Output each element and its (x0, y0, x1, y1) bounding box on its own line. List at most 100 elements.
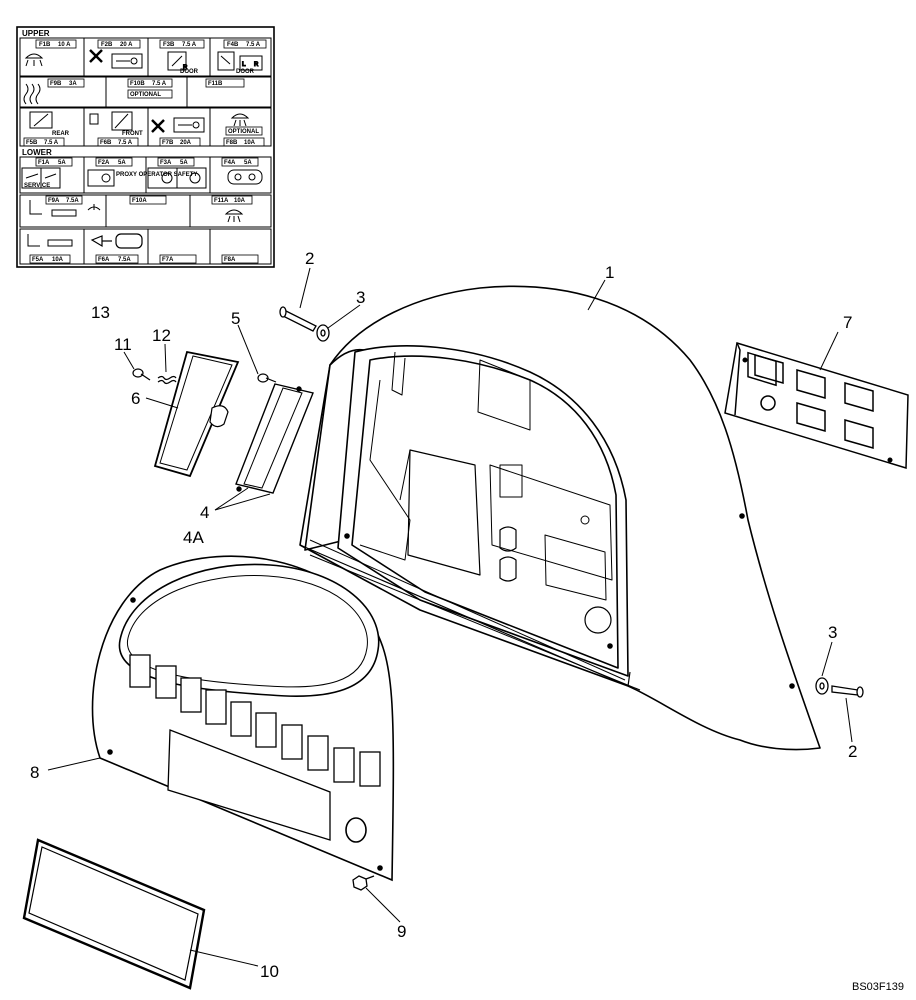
horn-icon (90, 233, 143, 249)
amps-f4a: 5A (244, 160, 252, 166)
fuse-f8a: F8A (224, 257, 236, 263)
fuse-f7b: F7B (162, 140, 174, 146)
compressor-icon-3 (87, 169, 115, 187)
fuse-f1a: F1A (38, 160, 50, 166)
nut-9 (352, 875, 375, 891)
sub-f1a: SERVICE (24, 183, 50, 189)
heater-icon (23, 83, 41, 105)
seat-icon (29, 200, 77, 217)
amps-f9a: 7.5A (66, 198, 79, 204)
fuse-f5a: F5A (32, 257, 44, 263)
beacon-icon (87, 204, 101, 211)
sub-f5b: REAR (52, 131, 70, 137)
callout-2-lower: 2 (848, 742, 857, 761)
console-housing (299, 285, 821, 751)
amps-f2a: 5A (118, 160, 126, 166)
fuse-chart-decal: UPPER F1B 10 A F2B 20 A F3B 7.5 A DOOR F… (16, 26, 275, 268)
fuse-f11b: F11B (208, 81, 223, 87)
gasket (22, 838, 206, 990)
fuse-f10a: F10A (132, 198, 147, 204)
front-wiper-icon (89, 111, 133, 131)
fuse-f5b: F5B (26, 140, 38, 146)
washer-3-lower (815, 677, 829, 695)
callout-4a: 4A (183, 528, 204, 547)
sub-f10b: OPTIONAL (130, 92, 161, 98)
amps-f2b: 20 A (120, 42, 133, 48)
amps-f3a: 5A (180, 160, 188, 166)
fuse-f9b: F9B (50, 81, 62, 87)
instrument-cluster-icon (227, 169, 263, 185)
fuse-f8b: F8B (226, 140, 238, 146)
switch-frame (235, 383, 314, 494)
amps-f5a: 10A (52, 257, 64, 263)
service-icon (21, 167, 61, 189)
dome-lamp-icon (24, 53, 44, 67)
amps-f8b: 10A (244, 140, 256, 146)
callout-5: 5 (231, 309, 240, 328)
amps-f11a: 10A (234, 198, 246, 204)
front-bezel-panel (91, 555, 395, 882)
fuse-f2b: F2B (101, 42, 113, 48)
solenoid-icon (147, 167, 207, 189)
compressor-icon-2 (173, 117, 205, 133)
callout-labels: 13 1 2 3 7 5 11 12 6 4 4A 8 3 2 9 10 (30, 249, 857, 981)
work-lamp-icon-2 (224, 209, 244, 223)
svg-text:L: L (242, 62, 246, 68)
callout-1: 1 (605, 263, 614, 282)
amps-f7b: 20A (180, 140, 192, 146)
callout-11: 11 (114, 335, 132, 354)
fuse-f3a: F3A (160, 160, 172, 166)
fuse-f9a: F9A (48, 198, 60, 204)
fuse-f4b: F4B (227, 42, 239, 48)
svg-text:R: R (183, 65, 188, 71)
compressor-icon (111, 53, 143, 69)
callout-8: 8 (30, 763, 39, 782)
fuse-f10b: F10B (130, 81, 145, 87)
sub-f2a: PROXY OPERATOR SAFETY (116, 172, 197, 178)
screw-2-lower (831, 685, 864, 698)
spring-12 (157, 375, 177, 385)
amps-f5b: 7.5 A (44, 140, 59, 146)
fuse-f2a: F2A (98, 160, 110, 166)
fuse-f3b: F3B (163, 42, 175, 48)
callout-9: 9 (397, 922, 406, 941)
callout-3-lower: 3 (828, 623, 837, 642)
screw-2-upper (279, 306, 317, 332)
amps-f1b: 10 A (58, 42, 71, 48)
callout-13: 13 (91, 303, 110, 322)
wiper-door-left-icon: R (167, 51, 189, 72)
fan-icon-2 (151, 119, 165, 133)
amps-f6a: 7.5A (118, 257, 131, 263)
sub-f3b: DOOR (180, 69, 199, 75)
amps-f10b: 7.5 A (152, 81, 167, 87)
upper-label: UPPER (22, 29, 50, 38)
screw-5 (257, 373, 277, 383)
seat-icon-2 (27, 234, 73, 247)
fuse-f1b: F1B (39, 42, 51, 48)
washer-3-upper (316, 324, 330, 342)
leader-lines (47, 267, 853, 967)
callout-2-upper: 2 (305, 249, 314, 268)
callout-10: 10 (260, 962, 279, 981)
amps-f9b: 3A (69, 81, 77, 87)
switch-panel-plate (724, 342, 909, 470)
screw-11 (132, 368, 151, 381)
callout-7: 7 (843, 313, 852, 332)
callout-4: 4 (200, 503, 209, 522)
lower-label: LOWER (22, 148, 52, 157)
callout-3-upper: 3 (356, 288, 365, 307)
fan-icon (89, 49, 103, 63)
sub-f6b: FRONT (122, 131, 143, 137)
rear-wiper-icon (29, 111, 53, 129)
sub-f8b: OPTIONAL (228, 129, 259, 135)
fuse-f4a: F4A (224, 160, 236, 166)
amps-f1a: 5A (58, 160, 66, 166)
amps-f6b: 7.5 A (118, 140, 133, 146)
bezel-switch-openings (129, 654, 381, 787)
svg-text:R: R (254, 62, 259, 68)
amps-f3b: 7.5 A (182, 42, 197, 48)
bracket-clip (153, 350, 240, 478)
fuse-f6a: F6A (98, 257, 110, 263)
